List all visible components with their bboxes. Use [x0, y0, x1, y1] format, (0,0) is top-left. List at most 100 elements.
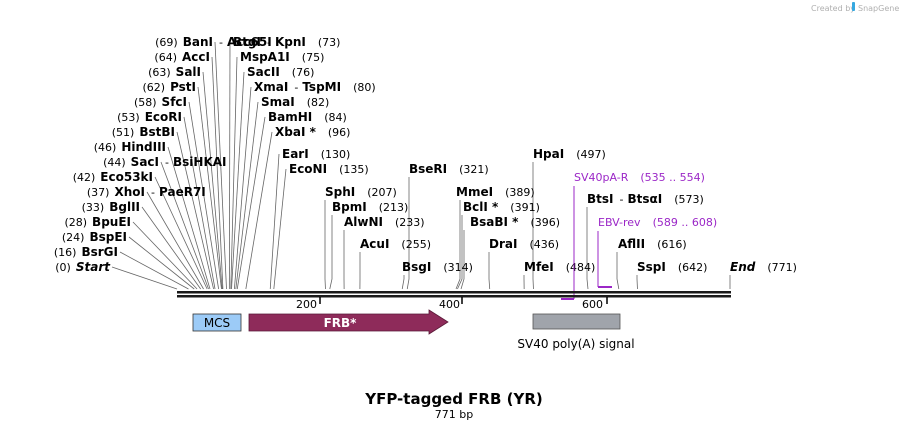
leader-bani: [214, 41, 227, 290]
site-pos-drai: (436): [529, 238, 559, 251]
site-pos-hindiii: (46): [94, 141, 117, 154]
site-sali[interactable]: (63)SalI: [148, 65, 201, 79]
leader-mmei: [455, 200, 461, 290]
leader-hindiii: [167, 146, 211, 290]
site-end[interactable]: End(771): [730, 260, 797, 274]
credit-brand: SnapGene: [858, 4, 899, 13]
site-bsabi[interactable]: BsaBI * (396): [470, 215, 560, 229]
site-aflii[interactable]: AflII(616): [618, 237, 687, 251]
site-psti[interactable]: (62)PstI: [142, 80, 196, 94]
site-hpai[interactable]: HpaI (497): [533, 147, 606, 161]
site-mfei[interactable]: MfeI(484): [524, 260, 595, 274]
leader-btgi: [228, 41, 231, 290]
site-bamhi[interactable]: BamHI (84): [268, 110, 347, 124]
site-bsrgi[interactable]: (16)BsrGI: [54, 245, 118, 259]
site-name-bpuei: BpuEI: [92, 215, 131, 229]
site-pos-bspei: (24): [62, 231, 85, 244]
site-sep-paer7i: -: [151, 186, 155, 199]
site-name-paer7i: PaeR7I: [159, 185, 206, 199]
site-pos-bsgi: (314): [443, 261, 473, 274]
primer-sv40pa-r[interactable]: SV40pA-R(535 .. 554): [561, 171, 705, 300]
site-name-hindiii: HindIII: [121, 140, 166, 154]
site-name-psti: PstI: [170, 80, 196, 94]
site-name-hpai: HpaI: [533, 147, 564, 161]
site-bsgi[interactable]: BsgI(314): [402, 260, 473, 274]
feature-mcs[interactable]: [192, 313, 242, 332]
site-xhoi[interactable]: (37)XhoI-PaeR7I: [87, 185, 206, 199]
site-xmai[interactable]: XmaI-TspMI(80): [254, 80, 376, 94]
feature-frb-arrow[interactable]: [248, 309, 449, 335]
feature-frb-label: FRB*: [324, 316, 358, 330]
site-pos-alwni: (233): [395, 216, 425, 229]
ruler-label-600: 600: [582, 298, 603, 311]
ruler: 200 400 600: [296, 297, 608, 311]
site-pos-saci: (44): [103, 156, 126, 169]
site-pos-xmai: (80): [353, 81, 376, 94]
site-pos-mfei: (484): [566, 261, 596, 274]
site-bani[interactable]: (69)BanI-Acc65I: [155, 35, 272, 49]
site-name-bpmi: BpmI: [332, 200, 367, 214]
site-name-eari: EarI: [282, 147, 309, 161]
site-name-bglii: BglII: [109, 200, 140, 214]
site-mmei[interactable]: MmeI(389): [456, 185, 535, 199]
primer-name-ebv-rev: EBV-rev: [598, 216, 641, 229]
site-name-ecori: EcoRI: [145, 110, 182, 124]
site-bpmi[interactable]: BpmI(213): [332, 200, 408, 214]
site-alwni[interactable]: AlwNI(233): [344, 215, 425, 229]
site-mspa1i[interactable]: MspA1I(75): [240, 50, 324, 64]
leader-btsi: [586, 207, 589, 290]
site-pos-hpai: (497): [576, 148, 606, 161]
site-name-bamhi: BamHI: [268, 110, 312, 124]
site-econi[interactable]: EcoNI(135): [289, 162, 369, 176]
site-ecori[interactable]: (53)EcoRI: [117, 110, 182, 124]
site-eari[interactable]: EarI(130): [282, 147, 350, 161]
site-btsi[interactable]: BtsI-BtsαI(573): [587, 192, 704, 206]
leader-bglii: [141, 206, 201, 290]
site-acci[interactable]: (64)AccI: [154, 50, 210, 64]
site-bpuei[interactable]: (28) BpuEI: [64, 215, 131, 229]
site-pos-btgi: (73): [318, 36, 341, 49]
site-btgi[interactable]: BtgI-KpnI(73): [233, 35, 340, 49]
site-bcli[interactable]: BclI *(391): [463, 200, 540, 214]
site-xbai[interactable]: XbaI *(96): [275, 125, 350, 139]
site-pos-bseri: (321): [459, 163, 489, 176]
site-start[interactable]: (0)Start: [55, 260, 111, 274]
site-smai[interactable]: SmaI(82): [261, 95, 329, 109]
site-pos-bsabi: (396): [530, 216, 560, 229]
site-name-smai: SmaI: [261, 95, 295, 109]
feature-sv40-polya[interactable]: [532, 313, 621, 330]
leader-psti: [197, 86, 222, 290]
site-eco53ki[interactable]: (42)Eco53kI: [73, 170, 153, 184]
site-pos-eco53ki: (42): [73, 171, 96, 184]
site-name-sphi: SphI: [325, 185, 355, 199]
site-name-bstbi: BstBI: [139, 125, 175, 139]
ruler-label-400: 400: [439, 298, 460, 311]
site-name-kpni: KpnI: [275, 35, 306, 49]
site-sacii[interactable]: SacII(76): [247, 65, 314, 79]
site-sfci[interactable]: (58)SfcI: [134, 95, 187, 109]
leader-eari: [269, 153, 280, 290]
primer-ebv-rev[interactable]: EBV-rev(589 .. 608): [597, 216, 717, 288]
leader-start: [111, 266, 178, 290]
credit-text: Created by: [811, 4, 855, 13]
site-name-bseri: BseRI: [409, 162, 447, 176]
site-pos-btsi: (573): [674, 193, 704, 206]
leader-acci: [211, 56, 224, 290]
site-bglii[interactable]: (33) BglII: [82, 200, 140, 214]
leader-bstbi: [176, 131, 214, 290]
site-pos-bpuei: (28): [64, 216, 87, 229]
site-drai[interactable]: DraI(436): [489, 237, 559, 251]
site-acui[interactable]: AcuI(255): [360, 237, 431, 251]
site-pos-bglii: (33): [82, 201, 105, 214]
site-saci[interactable]: (44)SacI-BsiHKAI: [103, 155, 226, 169]
site-bspei[interactable]: (24)BspEI: [62, 230, 127, 244]
site-sspi[interactable]: SspI(642): [637, 260, 707, 274]
site-hindiii[interactable]: (46) HindIII: [94, 140, 166, 154]
site-name-bsabi: BsaBI *: [470, 215, 519, 229]
site-bstbi[interactable]: (51)BstBI: [112, 125, 175, 139]
site-pos-bsrgi: (16): [54, 246, 77, 259]
site-bseri[interactable]: BseRI (321): [409, 162, 489, 176]
site-sphi[interactable]: SphI(207): [325, 185, 397, 199]
site-pos-bamhi: (84): [324, 111, 347, 124]
